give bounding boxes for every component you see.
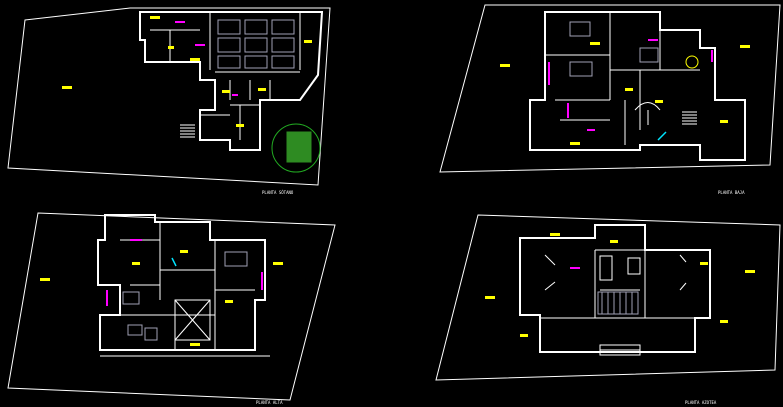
- plan-baja: [439, 4, 781, 173]
- dimension-labels: [485, 233, 755, 337]
- plan-alta: [7, 212, 336, 401]
- bed-master: [224, 251, 248, 267]
- sofa-set: [569, 61, 593, 77]
- building-outline: [97, 214, 266, 351]
- round-table: [685, 55, 699, 69]
- stair-void: [174, 299, 211, 341]
- tree-canopy: [271, 123, 321, 173]
- garden-patch: [286, 131, 312, 163]
- garage-bays: [217, 19, 295, 69]
- desk: [144, 327, 158, 341]
- roof-divisions: [540, 249, 695, 319]
- skylight: [599, 255, 613, 281]
- arch: [634, 102, 661, 111]
- drain-arrows: [544, 254, 687, 291]
- accent-marks: [175, 21, 238, 96]
- void-diagonal-2: [174, 299, 211, 341]
- site-boundary: [7, 7, 331, 186]
- stair: [180, 124, 195, 138]
- plan-sotano-title: PLANTA SÓTANO: [262, 190, 294, 195]
- site-boundary: [435, 214, 781, 381]
- dining-table: [569, 21, 591, 37]
- plan-alta-title: PLANTA ALTA: [256, 400, 283, 405]
- roof-outline: [519, 224, 711, 353]
- skylight-2: [627, 257, 641, 275]
- bed-2: [127, 324, 143, 336]
- service-walls: [200, 104, 260, 140]
- site-boundary: [7, 212, 336, 401]
- stair-tower: [597, 291, 639, 315]
- dimension-labels: [500, 42, 750, 145]
- stair: [682, 111, 697, 125]
- family-sofa: [639, 47, 659, 63]
- dimension-labels: [40, 250, 283, 346]
- building-outline: [529, 11, 746, 161]
- building-outline: [139, 11, 324, 151]
- plan-baja-title: PLANTA BAJA: [718, 190, 745, 195]
- accent-marks: [106, 239, 263, 306]
- cyan-mark: [171, 257, 177, 267]
- plan-sotano: [7, 7, 331, 186]
- plan-azotea: [435, 214, 781, 381]
- site-boundary: [439, 4, 781, 173]
- cyan-mark: [657, 131, 667, 141]
- bed: [122, 291, 140, 305]
- dimension-labels: [62, 16, 312, 127]
- interior-walls: [545, 12, 700, 145]
- plan-azotea-title: PLANTA AZOTEA: [685, 400, 717, 405]
- tower-hatch: [601, 292, 633, 314]
- accent-marks: [548, 39, 713, 131]
